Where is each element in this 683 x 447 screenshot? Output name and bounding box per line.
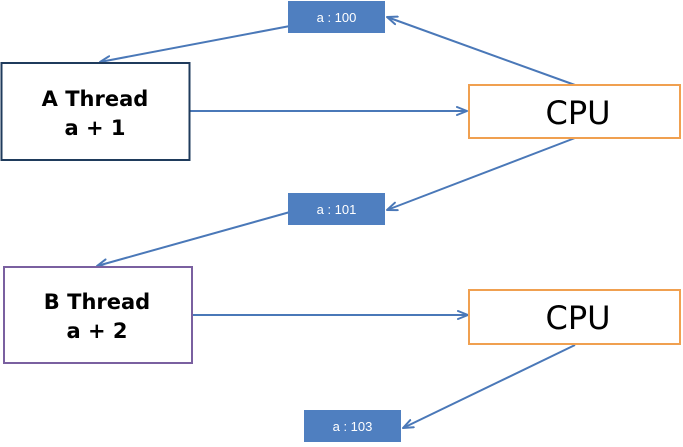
tag-a100-text: a : 100 xyxy=(317,10,357,25)
cpu-top-box: CPU xyxy=(468,84,681,139)
cpu-bottom-frame xyxy=(468,289,681,345)
arrow-tag-a101-to-thread-b xyxy=(96,211,291,269)
arrow-cpu-bottom-to-tag-a103 xyxy=(402,344,576,429)
thread-b-box: B Thread a + 2 xyxy=(3,266,193,364)
arrow-cpu-top-to-tag-a101 xyxy=(386,137,576,212)
tag-a103-text: a : 103 xyxy=(333,419,373,434)
thread-a-title: A Thread xyxy=(42,87,149,111)
thread-a-box: A Thread a + 1 xyxy=(0,62,191,161)
arrow-tag-a100-to-thread-a xyxy=(99,25,291,66)
cpu-top-frame xyxy=(468,84,681,139)
tag-a103: a : 103 xyxy=(304,410,401,442)
arrow-cpu-top-to-tag-a100 xyxy=(386,15,576,86)
tag-a100: a : 100 xyxy=(288,1,385,33)
tag-a103-bg xyxy=(304,410,401,442)
cpu-bottom-label: CPU xyxy=(545,299,610,337)
tag-a100-bg xyxy=(288,1,385,33)
cpu-bottom-box: CPU xyxy=(468,289,681,345)
tag-a101: a : 101 xyxy=(288,193,385,225)
thread-b-title: B Thread xyxy=(44,290,150,314)
tag-a101-text: a : 101 xyxy=(317,202,357,217)
cpu-top-label: CPU xyxy=(545,94,610,132)
thread-b-frame xyxy=(3,266,193,364)
thread-a-expression: a + 1 xyxy=(64,116,125,140)
thread-b-expression: a + 2 xyxy=(66,319,127,343)
thread-a-frame xyxy=(0,62,191,161)
tag-a101-bg xyxy=(288,193,385,225)
